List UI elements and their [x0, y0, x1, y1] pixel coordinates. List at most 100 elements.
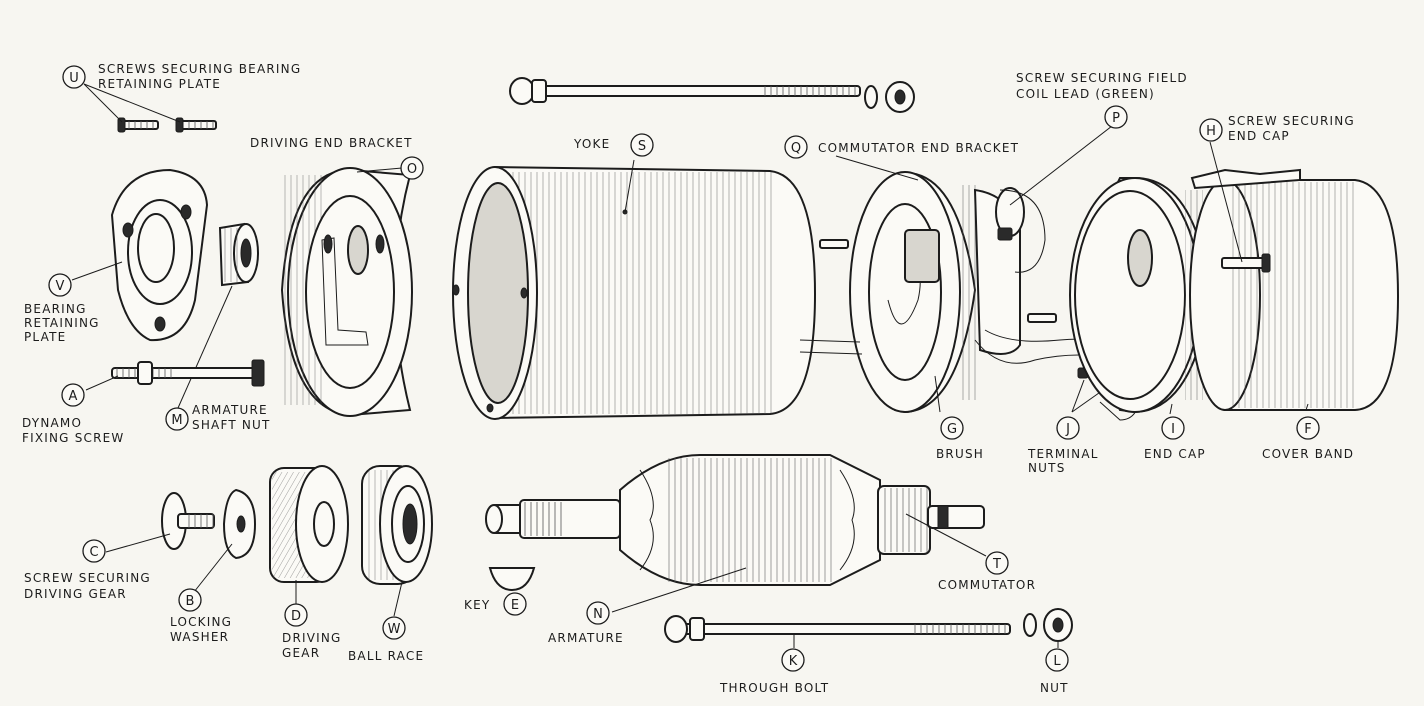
label-l: NUT	[1040, 681, 1069, 695]
svg-text:W: W	[388, 622, 401, 637]
svg-text:FIXING SCREW: FIXING SCREW	[22, 431, 124, 445]
svg-text:P: P	[1112, 111, 1120, 126]
part-marker-a: A	[61, 383, 85, 407]
svg-text:PLATE: PLATE	[24, 330, 66, 344]
svg-text:RETAINING: RETAINING	[24, 316, 100, 330]
label-k: THROUGH BOLT	[719, 681, 829, 695]
label-b: LOCKING WASHER	[170, 615, 232, 644]
label-a: DYNAMO FIXING SCREW	[22, 416, 124, 445]
svg-text:F: F	[1304, 422, 1311, 437]
part-marker-f: F	[1296, 416, 1320, 440]
label-u: SCREWS SECURING BEARING RETAINING PLATE	[98, 62, 301, 91]
yoke-drawing	[452, 165, 817, 420]
label-c: SCREW SECURING DRIVING GEAR	[24, 571, 151, 601]
svg-text:I: I	[1171, 422, 1175, 437]
commutator-end-bracket-drawing	[799, 171, 1141, 421]
label-d: DRIVING GEAR	[282, 631, 342, 660]
label-m: ARMATURE SHAFT NUT	[192, 403, 271, 432]
svg-text:ARMATURE: ARMATURE	[192, 403, 268, 417]
label-q: COMMUTATOR END BRACKET	[818, 141, 1019, 155]
svg-text:END CAP: END CAP	[1228, 129, 1290, 143]
driving-gear-drawing	[269, 465, 349, 583]
svg-text:DYNAMO: DYNAMO	[22, 416, 82, 430]
svg-text:M: M	[171, 413, 182, 428]
part-marker-u: U	[62, 65, 86, 89]
svg-text:O: O	[407, 162, 417, 177]
svg-text:DRIVING: DRIVING	[282, 631, 342, 645]
label-e: KEY	[464, 598, 490, 612]
armature-shaft-nut-drawing	[218, 222, 259, 287]
part-marker-q: Q	[784, 135, 808, 159]
label-f: COVER BAND	[1262, 447, 1354, 461]
svg-text:E: E	[511, 598, 519, 613]
svg-text:DRIVING GEAR: DRIVING GEAR	[24, 587, 127, 601]
label-i: END CAP	[1144, 447, 1206, 461]
svg-text:A: A	[69, 389, 78, 404]
svg-text:SCREWS SECURING BEARING: SCREWS SECURING BEARING	[98, 62, 301, 76]
part-marker-v: V	[48, 273, 72, 297]
through-bolt-lower-drawing	[664, 608, 1073, 643]
dynamo-fixing-screw-drawing	[111, 359, 265, 387]
part-marker-l: L	[1045, 648, 1069, 672]
part-marker-s: S	[630, 133, 654, 157]
label-w: BALL RACE	[348, 649, 424, 663]
locking-washer-drawing	[222, 488, 257, 560]
cover-band-drawing	[1189, 168, 1400, 411]
svg-text:SCREW SECURING: SCREW SECURING	[24, 571, 151, 585]
svg-text:J: J	[1065, 422, 1070, 437]
part-marker-i: I	[1161, 416, 1185, 440]
part-marker-e: E	[503, 592, 527, 616]
part-marker-h: H	[1199, 118, 1223, 142]
label-n: ARMATURE	[548, 631, 624, 645]
part-marker-w: W	[382, 616, 406, 640]
part-marker-k: K	[781, 648, 805, 672]
label-v: BEARING RETAINING PLATE	[24, 302, 100, 344]
svg-text:LOCKING: LOCKING	[170, 615, 232, 629]
svg-text:B: B	[186, 594, 195, 609]
svg-text:WASHER: WASHER	[170, 630, 229, 644]
svg-text:G: G	[947, 422, 957, 437]
part-marker-j: J	[1056, 416, 1080, 440]
bearing-retaining-plate-drawing	[110, 168, 209, 342]
part-marker-t: T	[985, 551, 1009, 575]
driving-gear-screw-drawing	[161, 492, 215, 550]
svg-text:BEARING: BEARING	[24, 302, 87, 316]
label-p: SCREW SECURING FIELD COIL LEAD (GREEN)	[1016, 71, 1188, 101]
part-marker-b: B	[178, 588, 202, 612]
end-cap-drawing	[1069, 177, 1212, 414]
part-marker-m: M	[165, 407, 189, 431]
label-s: YOKE	[573, 137, 610, 151]
driving-end-bracket-drawing	[280, 167, 413, 417]
label-o: DRIVING END BRACKET	[250, 136, 413, 150]
through-bolt-upper-drawing	[509, 77, 915, 113]
ball-race-drawing	[361, 465, 433, 585]
svg-text:D: D	[291, 609, 301, 624]
svg-text:NUTS: NUTS	[1028, 461, 1066, 475]
part-marker-d: D	[284, 603, 308, 627]
svg-text:GEAR: GEAR	[282, 646, 320, 660]
svg-text:U: U	[69, 71, 79, 86]
svg-text:N: N	[593, 607, 603, 622]
part-marker-c: C	[82, 539, 106, 563]
label-t: COMMUTATOR	[938, 578, 1036, 592]
svg-text:S: S	[638, 139, 646, 154]
svg-text:SCREW SECURING FIELD: SCREW SECURING FIELD	[1016, 71, 1188, 85]
label-h: SCREW SECURING END CAP	[1228, 114, 1355, 143]
svg-text:TERMINAL: TERMINAL	[1027, 447, 1099, 461]
armature-drawing	[485, 454, 985, 592]
svg-text:COIL LEAD (GREEN): COIL LEAD (GREEN)	[1016, 87, 1155, 101]
svg-text:K: K	[789, 654, 798, 669]
part-marker-n: N	[586, 601, 610, 625]
svg-text:SCREW SECURING: SCREW SECURING	[1228, 114, 1355, 128]
label-g: BRUSH	[936, 447, 984, 461]
svg-text:H: H	[1206, 124, 1216, 139]
svg-text:V: V	[56, 279, 65, 294]
svg-text:T: T	[992, 557, 1001, 572]
label-j: TERMINAL NUTS	[1027, 447, 1099, 475]
svg-text:SHAFT NUT: SHAFT NUT	[192, 418, 271, 432]
svg-text:C: C	[89, 545, 98, 560]
svg-text:Q: Q	[791, 141, 801, 156]
part-marker-g: G	[940, 416, 964, 440]
bearing-plate-screws-drawing	[117, 117, 217, 133]
